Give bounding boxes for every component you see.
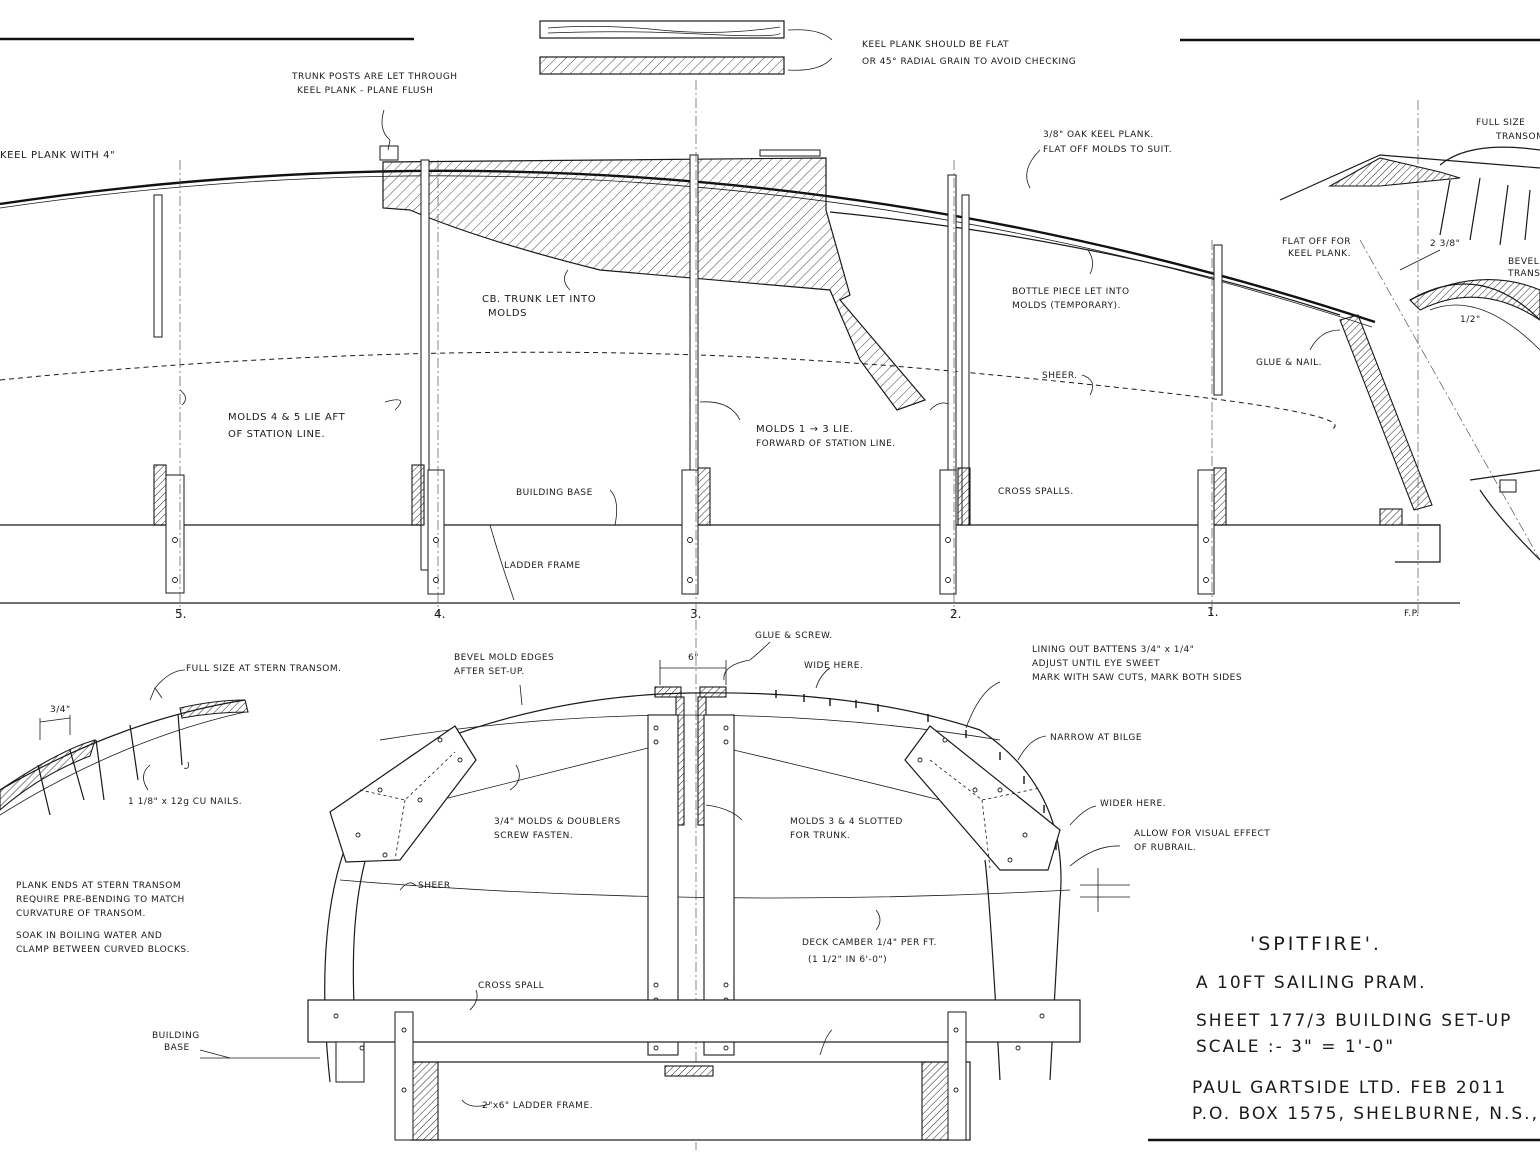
drawing-name: 'SPITFIRE'. [1250, 933, 1382, 955]
battens-note-2: ADJUST UNTIL EYE SWEET [1032, 659, 1160, 669]
station-label-5: 5. [175, 607, 186, 621]
molds-slotted-note-1: MOLDS 3 & 4 SLOTTED [790, 817, 903, 827]
station-label-3: 3. [690, 607, 701, 621]
building-base-legs [165, 469, 1215, 595]
dim-2-3-8: 2 3/8" [1430, 239, 1460, 249]
glue-nail-note: GLUE & NAIL. [1256, 358, 1322, 368]
station-label-4: 4. [434, 607, 445, 621]
wider-here-note: WIDER HERE. [1100, 799, 1166, 809]
profile-view: 5. 4. 3. 2. 1. F.P. TRUNK POSTS ARE LET … [0, 72, 1460, 1150]
soak-note-2: CLAMP BETWEEN CURVED BLOCKS. [16, 945, 190, 955]
molds-13-note-1: MOLDS 1 → 3 LIE. [756, 424, 854, 435]
molds-doublers-note-2: SCREW FASTEN. [494, 831, 573, 841]
bevel-note-1: BEVEL [1508, 257, 1539, 267]
trunk-posts-note-1: TRUNK POSTS ARE LET THROUGH [291, 72, 458, 82]
building-base-small-note-1: BUILDING [152, 1031, 200, 1041]
section-view: BEVEL MOLD EDGES AFTER SET-UP. 6" GLUE &… [152, 631, 1270, 1141]
dim-6: 6" [688, 653, 699, 663]
bow-transom-detail: FULL SIZE TRANSOM FLAT OFF FOR KEEL PLAN… [1279, 118, 1540, 561]
deck-camber-note-2: (1 1/2" IN 6'-0") [808, 955, 887, 965]
firm-and-date: PAUL GARTSIDE LTD. FEB 2011 [1192, 1078, 1507, 1098]
station-lines [179, 80, 1419, 1150]
molds-45-note-2: OF STATION LINE. [228, 429, 325, 440]
bevel-mold-note-2: AFTER SET-UP. [454, 667, 525, 677]
building-base-small-note-2: BASE [164, 1043, 190, 1053]
sheet-number: SHEET 177/3 BUILDING SET-UP [1196, 1011, 1512, 1031]
molds-doublers-note-1: 3/4" MOLDS & DOUBLERS [494, 817, 621, 827]
border-lines [0, 37, 1540, 1142]
oak-keel-note-1: 3/8" OAK KEEL PLANK. [1043, 130, 1154, 140]
ladder-frame-note: LADDER FRAME [504, 561, 581, 571]
molds-13-note-2: FORWARD OF STATION LINE. [756, 439, 896, 449]
oak-keel-note-2: FLAT OFF MOLDS TO SUIT. [1043, 145, 1172, 155]
drawing-subtitle: A 10FT SAILING PRAM. [1196, 973, 1427, 993]
cross-spall-small-note: CROSS SPALL [478, 981, 544, 991]
flat-off-note-1: FLAT OFF FOR [1282, 237, 1351, 247]
ladder-frame-small-note: 2"x6" LADDER FRAME. [482, 1101, 593, 1111]
keel-grain-detail: KEEL PLANK SHOULD BE FLAT OR 45° RADIAL … [539, 20, 1076, 75]
bow-transom [1339, 314, 1433, 511]
keel-plank-width-note: KEEL PLANK WITH 4" [0, 150, 115, 161]
dim-3-4: 3/4" [50, 705, 71, 715]
rubrail-note-1: ALLOW FOR VISUAL EFFECT [1134, 829, 1270, 839]
battens-note-1: LINING OUT BATTENS 3/4" x 1/4" [1032, 645, 1194, 655]
firm-address: P.O. BOX 1575, SHELBURNE, N.S., CA [1192, 1104, 1540, 1124]
molds [153, 154, 1223, 591]
station-label-2: 2. [950, 607, 961, 621]
rubrail-note-2: OF RUBRAIL. [1134, 843, 1196, 853]
keel-grain-note-1: KEEL PLANK SHOULD BE FLAT [862, 40, 1009, 50]
dim-1-2: 1/2" [1460, 315, 1481, 325]
molds-45-note-1: MOLDS 4 & 5 LIE AFT [228, 412, 346, 423]
building-base-note: BUILDING BASE [516, 488, 593, 498]
bottle-piece-note-1: BOTTLE PIECE LET INTO [1012, 287, 1130, 297]
drawing-scale: SCALE :- 3" = 1'-0" [1196, 1037, 1395, 1057]
plank-ends-note-2: REQUIRE PRE-BENDING TO MATCH [16, 895, 185, 905]
bevel-mold-note-1: BEVEL MOLD EDGES [454, 653, 554, 663]
full-size-stern-note: FULL SIZE AT STERN TRANSOM. [186, 664, 342, 674]
full-size-note-1: FULL SIZE [1476, 118, 1525, 128]
bevel-note-2: TRANSOM [1507, 269, 1540, 279]
glue-screw-note: GLUE & SCREW. [755, 631, 833, 641]
nails-note: 1 1/8" x 12g CU NAILS. [128, 797, 242, 807]
battens-note-3: MARK WITH SAW CUTS, MARK BOTH SIDES [1032, 673, 1242, 683]
narrow-bilge-note: NARROW AT BILGE [1050, 733, 1142, 743]
cross-spalls-note: CROSS SPALLS. [998, 487, 1074, 497]
bottle-piece-note-2: MOLDS (TEMPORARY). [1012, 301, 1121, 311]
cross-spalls [153, 464, 1403, 526]
station-label-1: 1. [1207, 605, 1218, 619]
plank-ends-note-1: PLANK ENDS AT STERN TRANSOM [16, 881, 181, 891]
molds-slotted-note-2: FOR TRUNK. [790, 831, 850, 841]
trunk-posts-note-2: KEEL PLANK - PLANE FLUSH [297, 86, 433, 96]
cb-trunk-note-2: MOLDS [488, 308, 527, 319]
wide-here-note: WIDE HERE. [804, 661, 863, 671]
cb-trunk [382, 157, 927, 411]
sheer-note: SHEER. [1042, 371, 1078, 381]
flat-off-note-2: KEEL PLANK. [1288, 249, 1351, 259]
cb-trunk-note-1: CB. TRUNK LET INTO [482, 294, 596, 305]
title-block: 'SPITFIRE'. A 10FT SAILING PRAM. SHEET 1… [1192, 933, 1540, 1124]
stern-transom-detail: FULL SIZE AT STERN TRANSOM. 3/4" 1 1/8" … [0, 664, 342, 955]
keel-grain-note-2: OR 45° RADIAL GRAIN TO AVOID CHECKING [862, 57, 1076, 67]
sheer-small-note: SHEER [418, 881, 451, 891]
full-size-note-2: TRANSOM [1495, 132, 1540, 142]
soak-note-1: SOAK IN BOILING WATER AND [16, 931, 162, 941]
deck-camber-note-1: DECK CAMBER 1/4" PER FT. [802, 938, 937, 948]
plank-ends-note-3: CURVATURE OF TRANSOM. [16, 909, 146, 919]
station-label-fp: F.P. [1404, 609, 1419, 619]
